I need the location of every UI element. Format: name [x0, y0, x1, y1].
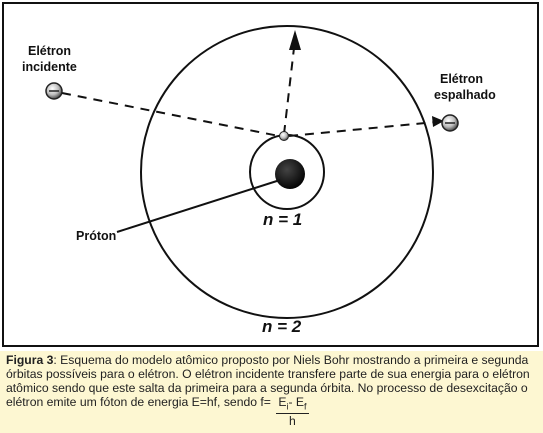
- label-scattered-electron-line1: Elétron: [440, 72, 483, 86]
- label-orbit-n1: n = 1: [263, 210, 302, 229]
- label-proton: Próton: [76, 229, 116, 243]
- incident-electron: [45, 82, 63, 100]
- orbit-n2: [140, 25, 434, 319]
- fraction-denominator: h: [289, 414, 296, 429]
- figure-caption: Figura 3: Esquema do modelo atômico prop…: [0, 351, 543, 433]
- figure-label: Figura 3: [6, 353, 54, 367]
- caption-text: : Esquema do modelo atômico proposto por…: [6, 353, 530, 409]
- scattered-path: [288, 121, 437, 137]
- fraction-numerator: Ei- Ef: [276, 395, 309, 415]
- label-incident-electron-line2: incidente: [22, 60, 77, 74]
- label-orbit-n2: n = 2: [262, 317, 302, 336]
- electron-jump-arrowhead: [289, 30, 301, 50]
- scattered-electron: [441, 114, 459, 132]
- incident-path: [61, 92, 280, 137]
- label-incident-electron-line1: Elétron: [28, 44, 71, 58]
- label-scattered-electron-line2: espalhado: [434, 88, 496, 102]
- proton-pointer: [116, 179, 281, 233]
- scattered-arrowhead: [432, 116, 444, 127]
- atomic-electron: [279, 131, 289, 141]
- proton-nucleus: [275, 159, 305, 189]
- bohr-model-diagram: Elétron incidente Elétron espalhado Prót…: [22, 25, 496, 336]
- electron-jump-path: [283, 47, 295, 135]
- diagram-frame: Elétron incidente Elétron espalhado Prót…: [2, 2, 539, 347]
